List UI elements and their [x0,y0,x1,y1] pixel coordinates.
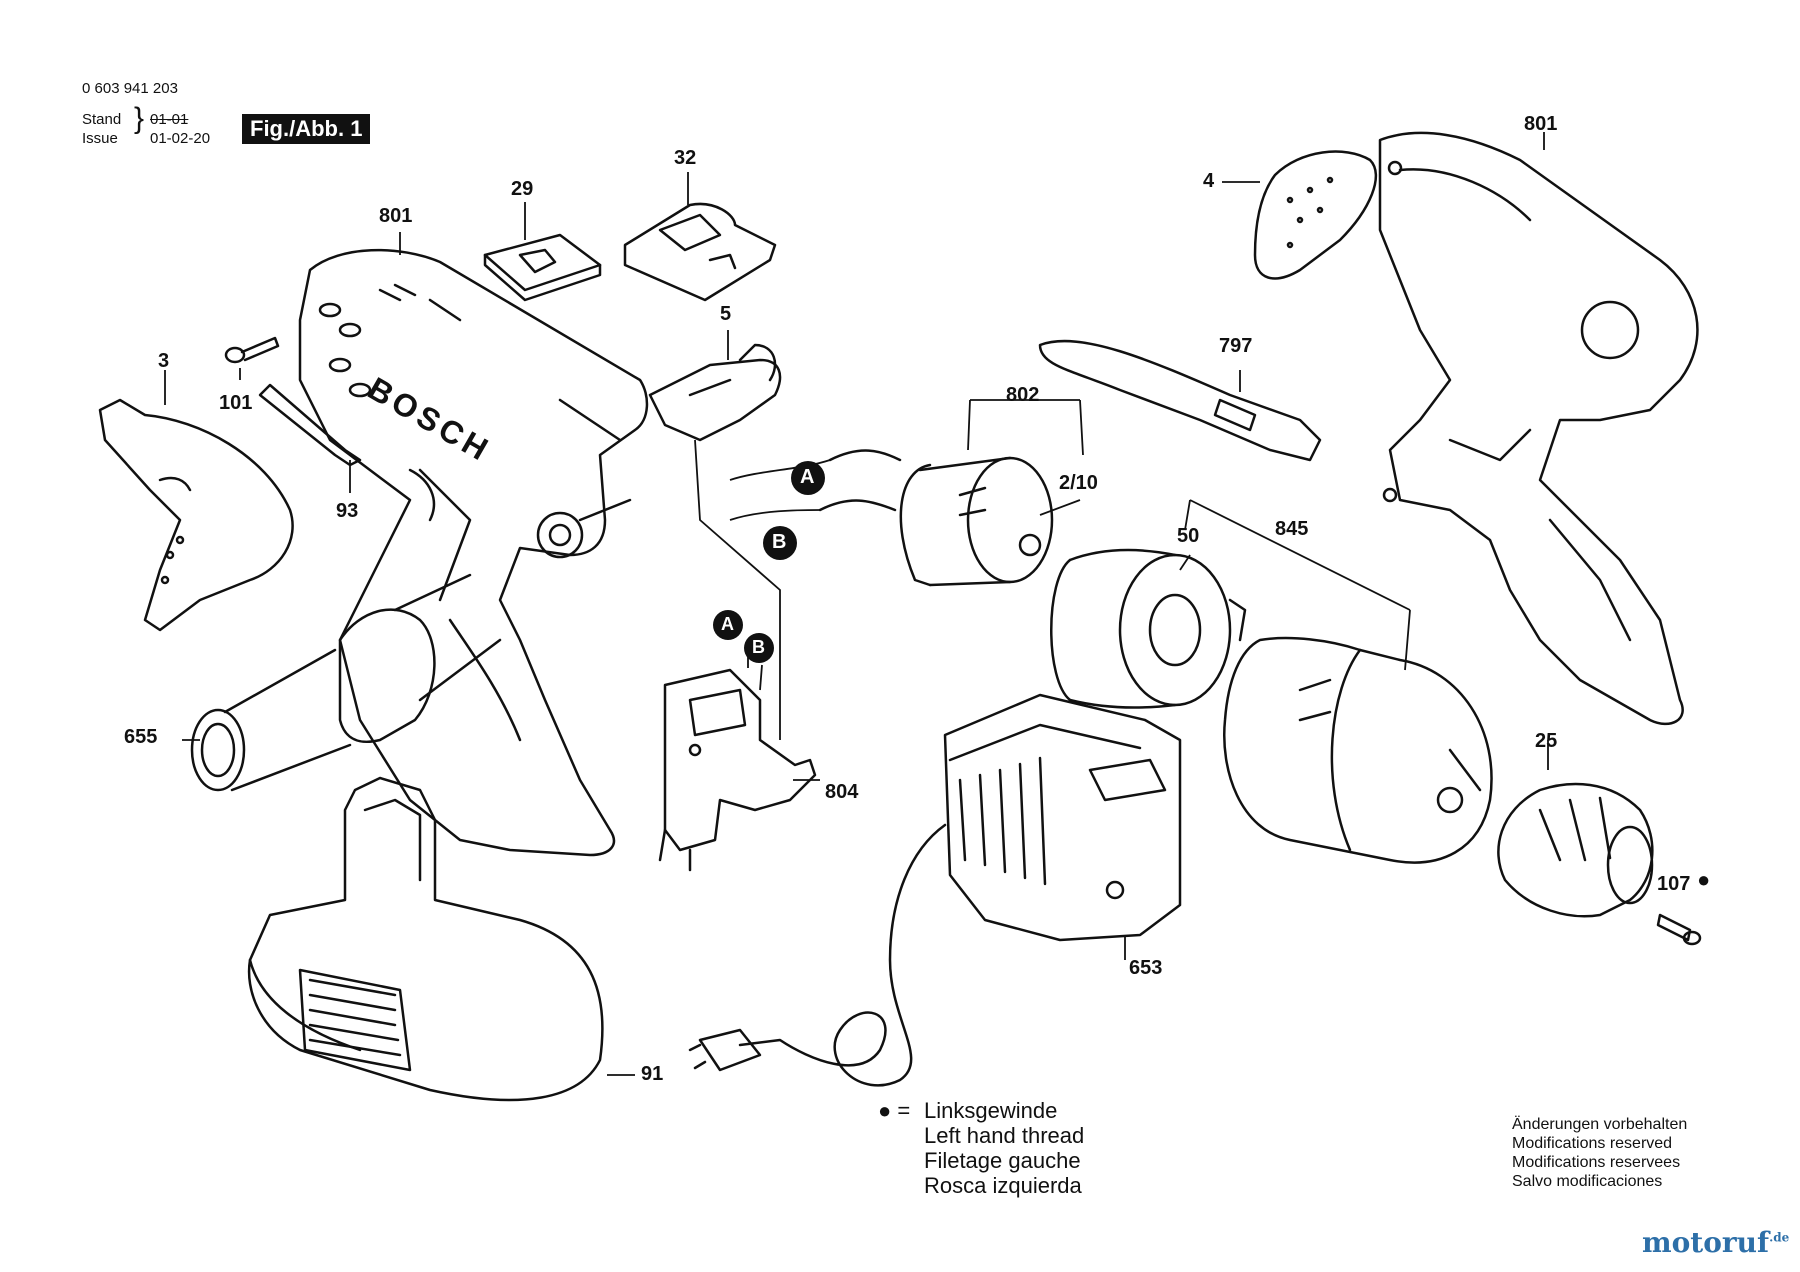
part-93 [258,383,362,467]
callout-655: 655 [124,726,158,748]
callout-802: 802 [1006,384,1040,406]
connector-b-switch: B [752,637,765,657]
legend-symbol: ● = [878,1098,911,1123]
part-25 [1497,782,1654,918]
callout-107: 107 [1657,873,1691,895]
stand-value: 01-01 [150,111,189,128]
legend-line-3: Filetage gauche [924,1148,1081,1173]
callout-804: 804 [825,781,859,803]
callout-797: 797 [1219,335,1253,357]
callout-2-10: 2/10 [1059,472,1098,494]
connector-a-switch: A [721,614,734,634]
part-653 [688,693,1182,1087]
part-5 [648,343,782,442]
brace-glyph: } [134,102,145,135]
connector-a-motor: A [800,466,815,488]
callout-91: 91 [641,1063,664,1085]
part-107 [1656,913,1702,946]
callout-653: 653 [1129,957,1163,979]
callout-801-left: 801 [379,205,413,227]
left-thread-dot: ● [1697,867,1711,892]
part-797 [1038,339,1322,462]
callout-25: 25 [1535,730,1558,752]
callout-101: 101 [219,392,253,414]
stand-label: Stand [82,111,122,128]
issue-label: Issue [82,130,118,147]
callout-4: 4 [1203,170,1215,192]
notes-line-3: Modifications reservees [1512,1154,1681,1171]
part-number: 0 603 941 203 [82,80,178,97]
part-101 [224,336,280,364]
part-32 [623,202,777,302]
part-4 [1253,150,1378,280]
part-845 [1223,636,1493,864]
notes-line-1: Änderungen vorbehalten [1512,1116,1688,1133]
callout-32: 32 [674,147,697,169]
callout-801-right: 801 [1524,113,1558,135]
part-50 [1050,548,1247,709]
watermark-text: motoruf [1642,1226,1770,1259]
part-3 [98,398,294,632]
legend-line-4: Rosca izquierda [924,1173,1082,1198]
part-655 [190,573,502,792]
legend-line-1: Linksgewinde [924,1098,1058,1123]
notes-line-2: Modifications reserved [1512,1135,1673,1152]
callout-93: 93 [336,500,359,522]
callout-845: 845 [1275,518,1309,540]
watermark-logo: motoruf.de [1642,1226,1789,1259]
notes-line-4: Salvo modificaciones [1512,1173,1663,1190]
callout-29: 29 [511,178,534,200]
part-802 [818,449,1054,587]
housing-left-801 [298,248,649,857]
watermark-suffix: .de [1769,1230,1790,1245]
housing-right-801 [1378,131,1699,726]
issue-value: 01-02-20 [150,130,211,147]
callout-3: 3 [158,350,170,372]
part-91 [247,776,604,1102]
figure-label: Fig./Abb. 1 [242,114,371,144]
legend-line-2: Left hand thread [924,1123,1085,1148]
callout-50: 50 [1177,525,1200,547]
part-804 [658,668,817,872]
callout-5: 5 [720,303,732,325]
connector-b-motor: B [772,531,787,553]
connector-markers [713,461,825,663]
part-29 [483,233,602,302]
